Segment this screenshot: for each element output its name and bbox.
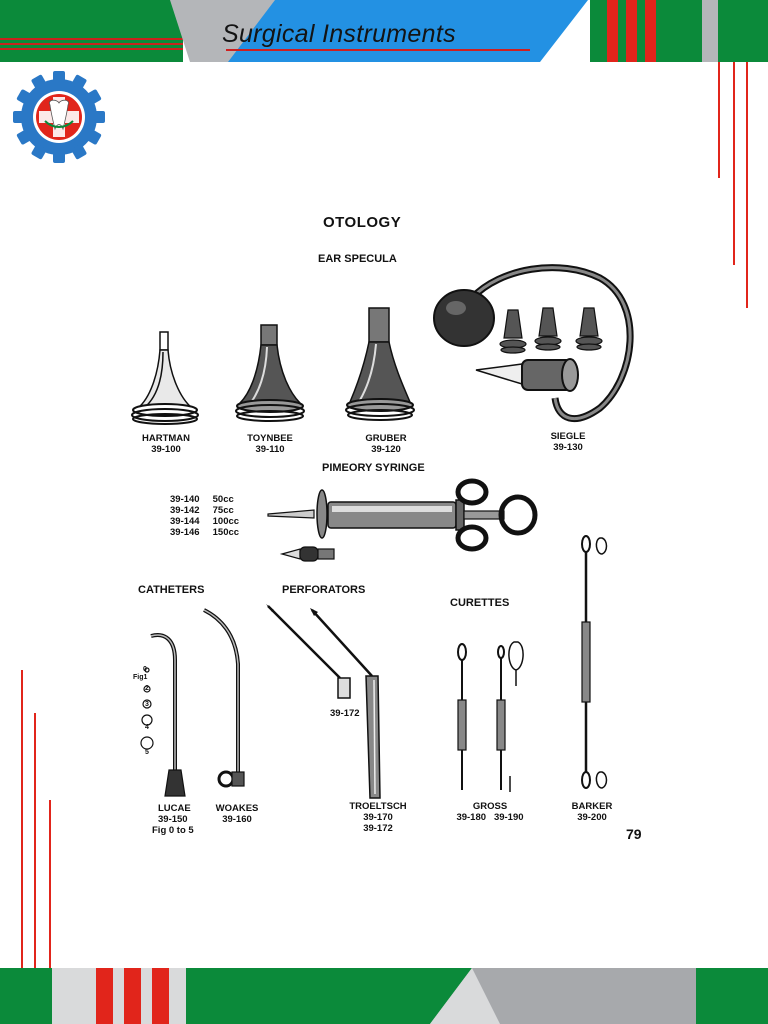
- perforator-tip-code: 39-172: [330, 708, 360, 719]
- perforators-heading: PERFORATORS: [282, 584, 366, 596]
- gruber-speculum-illustration: [345, 307, 415, 421]
- gruber-caption: GRUBER 39-120: [356, 433, 416, 455]
- siegle-code: 39-130: [553, 442, 583, 453]
- header-title-underline: [226, 49, 530, 51]
- pimeory-syringe-illustration: [267, 478, 538, 552]
- hartman-speculum-illustration: [131, 331, 199, 425]
- syringe-size-row: 39-142 75cc: [170, 505, 239, 516]
- siegle-caption: SIEGLE 39-130: [538, 431, 598, 453]
- syringe-code: 39-142: [170, 505, 200, 516]
- lucae-caption: LUCAE 39-150 Fig 0 to 5: [146, 803, 206, 836]
- troeltsch-caption: TROELTSCH 39-170 39-172: [345, 801, 411, 834]
- gruber-code: 39-120: [371, 444, 401, 455]
- syringe-capacity: 75cc: [212, 505, 234, 516]
- lucae-code: 39-150: [158, 814, 188, 825]
- lucae-catheter-illustration: [150, 633, 186, 797]
- syringe-heading: PIMEORY SYRINGE: [322, 462, 425, 474]
- fig-size-circles: [140, 667, 154, 750]
- fig-label: 5: [145, 749, 149, 756]
- gross-caption: GROSS 39-180 39-190: [448, 801, 532, 823]
- troeltsch-perforator-illustration: [310, 608, 381, 799]
- woakes-catheter-illustration: [203, 608, 245, 788]
- syringe-capacity: 150cc: [212, 527, 240, 538]
- header-banner: [0, 0, 768, 62]
- syringe-size-list: 39-140 50cc 39-142 75cc 39-144 100cc 39-…: [170, 494, 239, 538]
- woakes-code: 39-160: [222, 814, 252, 825]
- fig-label: 3: [145, 701, 149, 708]
- syringe-tip-illustration: [279, 546, 335, 562]
- lucae-note: Fig 0 to 5: [152, 825, 194, 836]
- fig-label: Fig1: [133, 674, 148, 681]
- gross-code1: 39-180: [456, 812, 487, 823]
- header-title: Surgical Instruments: [222, 20, 456, 48]
- lucae-name: LUCAE: [158, 803, 191, 814]
- fig-label: 2: [145, 685, 149, 692]
- syringe-capacity: 50cc: [212, 494, 234, 505]
- gruber-name: GRUBER: [365, 433, 407, 444]
- troeltsch-code1: 39-170: [363, 812, 393, 823]
- syringe-size-row: 39-140 50cc: [170, 494, 239, 505]
- barker-curette-illustration: [581, 535, 608, 789]
- gross-curette-illustration: [457, 641, 524, 792]
- siegle-name: SIEGLE: [550, 431, 586, 442]
- troeltsch-code2: 39-172: [363, 823, 393, 834]
- toynbee-name: TOYNBEE: [247, 433, 293, 444]
- syringe-code: 39-146: [170, 527, 200, 538]
- page-number: 79: [626, 826, 642, 842]
- barker-code: 39-200: [577, 812, 607, 823]
- gross-code2: 39-190: [493, 812, 524, 823]
- woakes-name: WOAKES: [215, 803, 259, 814]
- syringe-code: 39-140: [170, 494, 200, 505]
- curettes-heading: CURETTES: [450, 597, 510, 609]
- barker-name: BARKER: [571, 801, 613, 812]
- ear-specula-heading: EAR SPECULA: [318, 253, 397, 265]
- company-logo: [12, 71, 106, 163]
- fig-label: 4: [145, 724, 149, 731]
- toynbee-caption: TOYNBEE 39-110: [240, 433, 300, 455]
- syringe-code: 39-144: [170, 516, 200, 527]
- catheters-heading: CATHETERS: [138, 584, 205, 596]
- hartman-name: HARTMAN: [141, 433, 191, 444]
- hartman-caption: HARTMAN 39-100: [136, 433, 196, 455]
- catheter-fig-sizes: 0 Fig1 2 3 4 5: [133, 666, 163, 766]
- syringe-size-row: 39-146 150cc: [170, 527, 239, 538]
- gear-tooth-logo-icon: [13, 71, 105, 163]
- siegle-speculum-illustration: [433, 264, 634, 422]
- syringe-size-row: 39-144 100cc: [170, 516, 239, 527]
- toynbee-code: 39-110: [255, 444, 285, 455]
- syringe-capacity: 100cc: [212, 516, 240, 527]
- perforator-tip-illustration: [266, 604, 351, 699]
- section-title: OTOLOGY: [323, 214, 402, 231]
- hartman-code: 39-100: [151, 444, 181, 455]
- barker-caption: BARKER 39-200: [562, 801, 622, 823]
- woakes-caption: WOAKES 39-160: [207, 803, 267, 825]
- footer-banner: [0, 968, 768, 1024]
- toynbee-speculum-illustration: [235, 324, 305, 422]
- troeltsch-name: TROELTSCH: [349, 801, 407, 812]
- gross-name: GROSS: [472, 801, 508, 812]
